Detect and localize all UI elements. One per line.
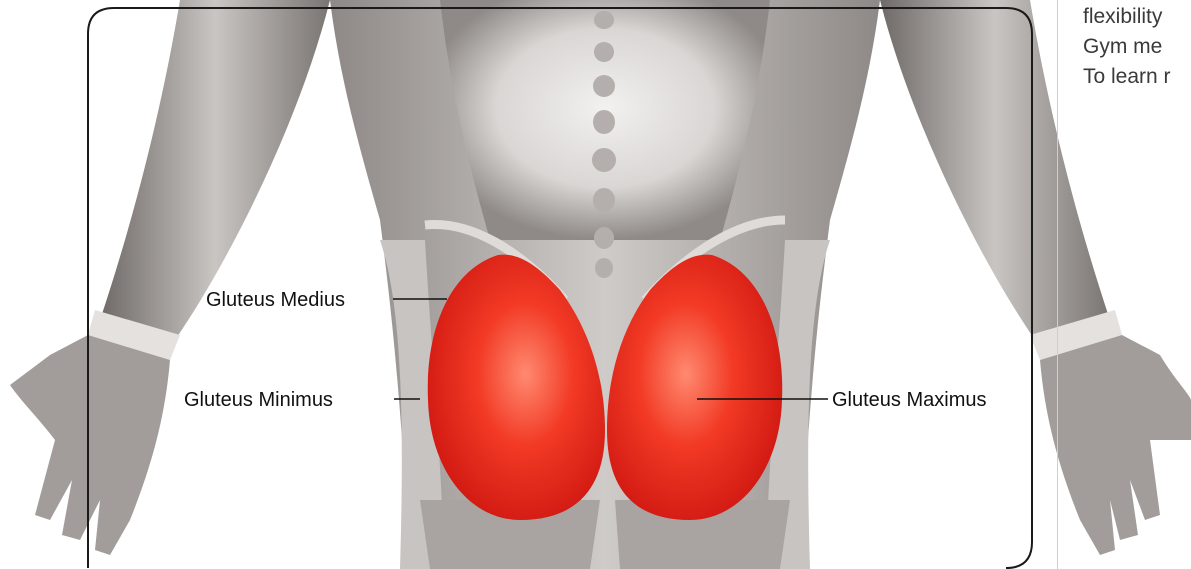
sidebar-line-3: To learn r bbox=[1083, 62, 1171, 92]
sidebar-divider bbox=[1057, 0, 1058, 569]
hand-left bbox=[10, 335, 170, 555]
sidebar-line-2: Gym me bbox=[1083, 32, 1171, 62]
sidebar-line-1: flexibility bbox=[1083, 2, 1171, 32]
label-gluteus-minimus: Gluteus Minimus bbox=[184, 390, 333, 410]
label-gluteus-medius: Gluteus Medius bbox=[206, 290, 345, 310]
arm-right bbox=[880, 0, 1110, 340]
label-gluteus-maximus: Gluteus Maximus bbox=[832, 390, 987, 410]
sidebar-text: flexibility Gym me To learn r bbox=[1083, 2, 1171, 92]
hand-right bbox=[1040, 335, 1191, 555]
